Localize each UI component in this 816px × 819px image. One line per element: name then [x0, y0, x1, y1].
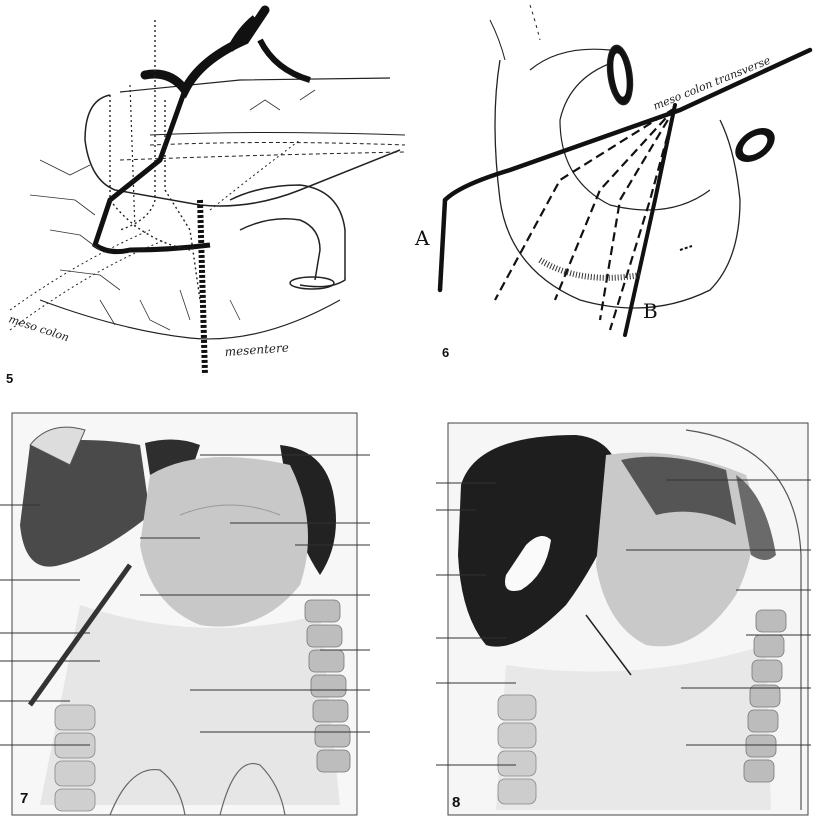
figure-5-drawing: meso colon mesentere 5: [0, 0, 410, 390]
figure-6-label-a: A: [414, 226, 430, 250]
figure-6-label-b: B: [643, 299, 658, 323]
figure-7-number: 7: [20, 790, 28, 807]
figure-8-number: 8: [452, 794, 460, 811]
figure-8-drawing: 8: [436, 415, 816, 819]
figure-5-label-mesentere: mesentere: [224, 341, 289, 359]
figure-6-number: 6: [442, 345, 449, 360]
figure-7: 7: [0, 405, 380, 819]
figure-5: meso colon mesentere 5: [0, 0, 410, 390]
figure-7-drawing: 7: [0, 405, 380, 819]
figure-5-number: 5: [6, 371, 13, 386]
figure-6-label-meso-colon-transverse: meso colon transverse: [651, 54, 773, 113]
figure-6: meso colon transverse A B 6: [410, 0, 816, 390]
figure-5-label-meso-colon: meso colon: [7, 312, 71, 344]
figure-6-drawing: meso colon transverse A B 6: [410, 0, 816, 390]
figure-8: 8: [436, 415, 816, 819]
